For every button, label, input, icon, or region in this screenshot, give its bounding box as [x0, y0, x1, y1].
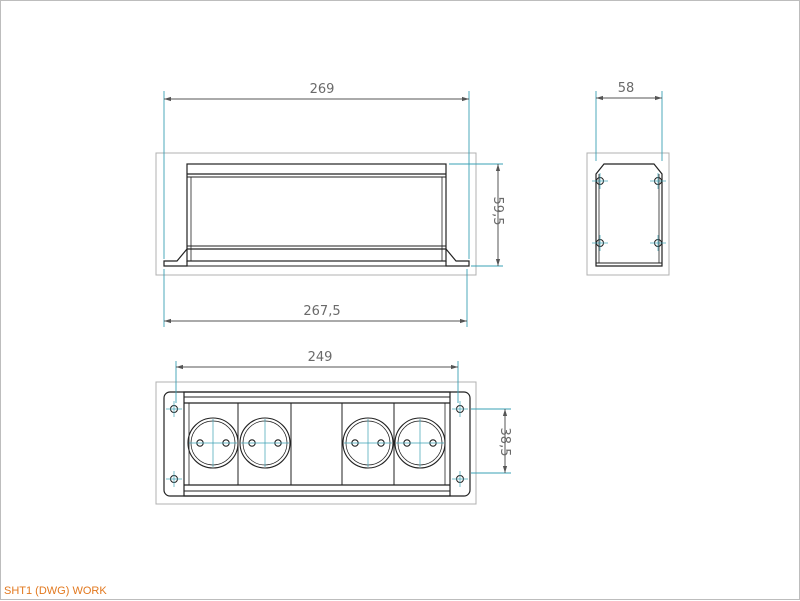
- top-plate: [163, 391, 471, 497]
- side-housing: [595, 163, 663, 267]
- top-mount-holes: [170, 405, 464, 483]
- dim-side-width: 58: [618, 81, 635, 96]
- side-holes: [596, 177, 662, 247]
- dim-front-height: 59,5: [490, 197, 505, 226]
- dim-top-height: 38,5: [497, 428, 512, 457]
- socket-1: [187, 417, 239, 469]
- top-view-frame: [155, 381, 477, 505]
- dim-top-width: 249: [308, 350, 333, 365]
- front-view: 269 267,5 59,5: [155, 82, 505, 327]
- front-view-frame: [155, 152, 477, 276]
- socket-4: [394, 417, 446, 469]
- front-right-flange: [445, 248, 470, 267]
- socket-3: [342, 417, 394, 469]
- top-body: [183, 391, 451, 497]
- sheet-tab[interactable]: SHT1 (DWG) WORK: [4, 585, 107, 597]
- side-view-frame: [586, 152, 670, 276]
- top-view: 249 38,5: [155, 350, 512, 505]
- front-left-flange: [163, 248, 188, 267]
- socket-2: [239, 417, 291, 469]
- dim-front-bottom-width: 267,5: [303, 304, 340, 319]
- front-housing: [186, 163, 447, 262]
- side-view: 58: [586, 81, 670, 276]
- dim-front-top-width: 269: [310, 82, 335, 97]
